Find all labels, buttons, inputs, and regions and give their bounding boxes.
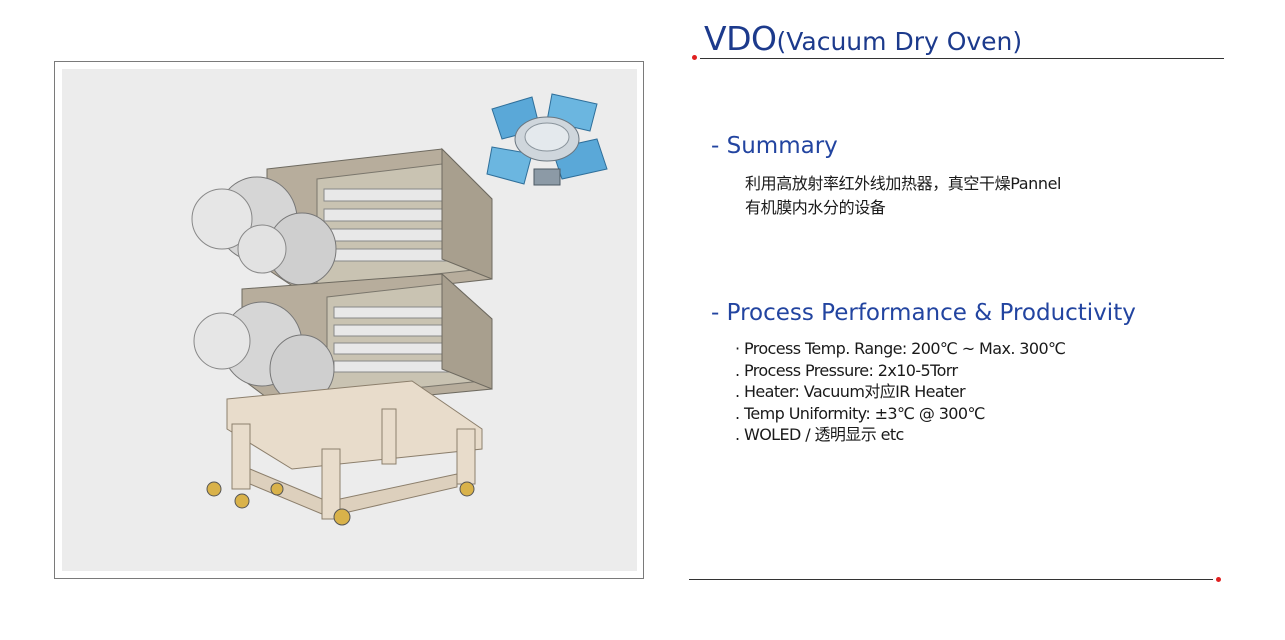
title-accent-dot (692, 55, 697, 60)
lower-pumps (193, 301, 335, 404)
casters (206, 481, 475, 526)
performance-item: . Process Pressure: 2x10-5Torr (735, 360, 958, 380)
product-photo (62, 69, 637, 571)
performance-item: · Process Temp. Range: 200℃ ~ Max. 300℃ (735, 339, 1066, 358)
vacuum-dry-oven-illustration (191, 93, 608, 526)
performance-heading: - Process Performance & Productivity (711, 300, 1136, 326)
performance-item: . WOLED / 透明显示 etc (735, 425, 904, 444)
page-title-sub: (Vacuum Dry Oven) (776, 27, 1023, 56)
summary-line-2: 有机膜内水分的设备 (745, 198, 886, 217)
performance-item: . Temp Uniformity: ±3℃ @ 300℃ (735, 403, 985, 423)
summary-line-1: 利用高放射率红外线加热器，真空干燥Pannel (745, 174, 1062, 193)
title-block: VDO(Vacuum Dry Oven) (692, 22, 1224, 62)
performance-item: . Heater: Vacuum对应IR Heater (735, 382, 966, 401)
top-view-thumbnail (486, 93, 608, 186)
bottom-accent-dot (1216, 577, 1221, 582)
product-photo-frame (54, 61, 644, 579)
support-frame (226, 380, 483, 520)
upper-pumps (191, 176, 337, 286)
page-title-main: VDO (704, 19, 777, 58)
bottom-divider (689, 579, 1213, 580)
summary-heading: - Summary (711, 133, 838, 159)
performance-list: · Process Temp. Range: 200℃ ~ Max. 300℃ … (735, 338, 1066, 446)
title-underline (700, 58, 1224, 59)
page-title: VDO(Vacuum Dry Oven) (704, 22, 1022, 55)
